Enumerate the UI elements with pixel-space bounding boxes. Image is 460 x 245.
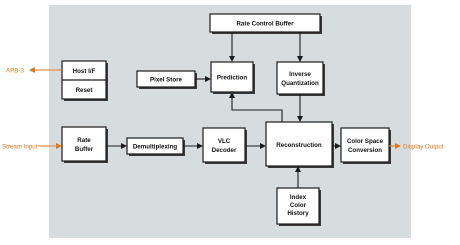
inverse-quantization-block: Inverse Quantization — [276, 61, 325, 96]
index-color-history-line2: Color — [290, 202, 307, 209]
reconstruction-label: Reconstruction — [276, 142, 322, 149]
color-space-conversion-block: Color Space Conversion — [340, 127, 391, 164]
host-if-label: Host I/F — [73, 68, 96, 75]
rate-buffer-line2: Buffer — [75, 146, 94, 153]
apb-label: APB-3 — [6, 68, 24, 75]
color-space-conversion-line1: Color Space — [347, 138, 384, 145]
index-color-history-block: Index Color History — [276, 187, 321, 226]
host-if-reset-block: Host I/F Reset — [61, 60, 108, 101]
prediction-block: Prediction — [210, 61, 255, 94]
index-color-history-line3: History — [287, 210, 309, 217]
pixel-store-label: Pixel Store — [150, 77, 183, 84]
reconstruction-to-prediction-arrow — [229, 92, 283, 122]
vlc-decoder-block: VLC Decoder — [202, 127, 247, 164]
vlc-decoder-line2: Decoder — [212, 147, 237, 154]
color-space-conversion-line2: Conversion — [348, 147, 382, 154]
rate-buffer-block: Rate Buffer — [61, 126, 108, 163]
rate-buffer-line1: Rate — [77, 137, 91, 144]
index-color-history-line1: Index — [290, 194, 307, 201]
rate-control-buffer-label: Rate Control Buffer — [236, 21, 294, 28]
stream-input-label: Stream Input — [2, 144, 38, 151]
inverse-quantization-line2: Quantization — [281, 80, 319, 87]
pixel-store-block: Pixel Store — [136, 70, 197, 89]
vlc-decoder-line1: VLC — [218, 138, 231, 145]
prediction-label: Prediction — [217, 75, 247, 82]
reconstruction-block: Reconstruction — [265, 121, 334, 168]
rate-control-buffer-block: Rate Control Buffer — [209, 13, 322, 34]
display-output-label: Display Output — [403, 144, 444, 151]
diagram-panel — [49, 5, 411, 238]
demultiplexing-block: Demultiplexing — [126, 137, 185, 156]
demultiplexing-label: Demultiplexing — [133, 144, 178, 151]
reset-label: Reset — [76, 87, 93, 94]
inverse-quantization-line1: Inverse — [289, 71, 311, 78]
